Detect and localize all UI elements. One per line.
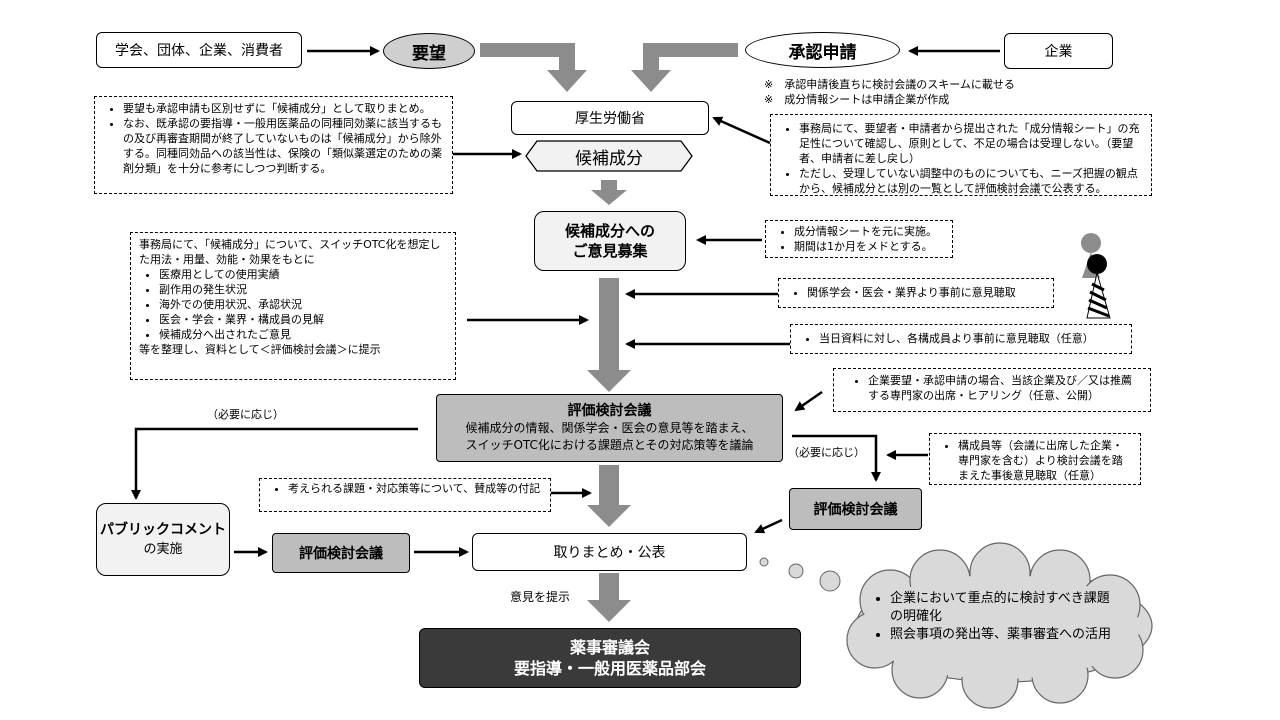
- note-item: ただし、受理していない調整中のものについても、ニーズ把握の観点から、候補成分とは…: [799, 166, 1143, 196]
- note-item: 考えられる課題・対応策等について、賛成等の付記: [288, 482, 542, 495]
- note-item: 成分情報シートを元に実施。: [794, 224, 944, 239]
- mhlw-box: 厚生労働省: [511, 101, 709, 135]
- note-item: 関係学会・医会・業界より事前に意見聴取: [807, 283, 1045, 303]
- approval-ellipse: 承認申請: [745, 32, 900, 68]
- cloud-item: 照会事項の発出等、薬事審査への活用: [890, 626, 1120, 644]
- request-ellipse: 要望: [383, 33, 475, 69]
- if-needed-left: （必要に応じ）: [207, 408, 284, 421]
- council-box: 薬事審議会 要指導・一般用医薬品部会: [419, 628, 801, 688]
- note-item: 期間は1か月をメドとする。: [794, 239, 944, 254]
- issues-note: 考えられる課題・対応策等について、賛成等の付記: [259, 478, 551, 512]
- approval-note: ※ 承認申請後直ちに検討会議のスキームに載せる: [764, 78, 1015, 91]
- opinion-notes: 成分情報シートを元に実施。 期間は1か月をメドとする。: [765, 220, 953, 258]
- note-item: 要望も承認申請も区別せずに「候補成分」として取りまとめ。: [123, 101, 444, 116]
- people-icon: [1081, 233, 1111, 319]
- council-line: 薬事審議会: [569, 638, 650, 657]
- block-arrow-approval: [631, 43, 738, 92]
- summary-box: 取りまとめ・公表: [472, 533, 747, 571]
- eval-bottom-box: 評価検討会議: [272, 533, 410, 573]
- block-arrow-summary: [587, 573, 631, 622]
- candidate-hexagon: [525, 140, 693, 172]
- secretariat-note: 事務局にて、「候補成分」について、スイッチOTC化を想定した用法・用量、効能・効…: [130, 232, 456, 380]
- approval-notes: ※ 承認申請後直ちに検討会議のスキームに載せる ※ 成分情報シートは申請企業が作…: [764, 77, 1084, 107]
- left-top-note: 要望も承認申請も区別せずに「候補成分」として取りまとめ。 なお、既承認の要指導・…: [94, 96, 453, 194]
- block-arrow-request: [480, 43, 587, 92]
- day-hearing-note: 当日資料に対し、各構成員より事前に意見聴取（任意）: [790, 324, 1132, 354]
- eval-right-box: 評価検討会議: [789, 488, 922, 530]
- secretariat-item: 医会・学会・業界・構成員の見解: [159, 312, 447, 327]
- opinion-present-label: 意見を提示: [510, 590, 571, 604]
- pre-hearing-note: 関係学会・医会・業界より事前に意見聴取: [778, 278, 1054, 308]
- member-hearing-note: 構成員等（会議に出席した企業・専門家を含む）より検討会議を踏まえた事後意見聴取（…: [929, 433, 1141, 485]
- secretariat-item: 海外での使用状況、承認状況: [159, 297, 447, 312]
- candidate-label: 候補成分: [575, 148, 643, 169]
- thought-bubbles: [759, 557, 841, 592]
- secretariat-outro: 等を整理し、資料として＜評価検討会議＞に提示: [139, 343, 381, 356]
- block-arrow-opinion: [587, 278, 631, 392]
- public-comment-title: パブリックコメント: [100, 521, 226, 538]
- flow-block-arrows: [480, 43, 738, 622]
- opinion-box: 候補成分への ご意見募集: [534, 211, 686, 271]
- eval-main-line: 候補成分の情報、関係学会・医会の意見等を踏まえ、: [465, 420, 754, 435]
- right-top-note: 事務局にて、要望者・申請者から提出された「成分情報シート」の充足性について確認し…: [770, 114, 1152, 196]
- eval-main-line: スイッチOTC化における課題点とその対応策等を議論: [465, 437, 754, 452]
- note-item: 当日資料に対し、各構成員より事前に意見聴取（任意）: [819, 329, 1123, 349]
- eval-main-box: 評価検討会議 候補成分の情報、関係学会・医会の意見等を踏まえ、 スイッチOTC化…: [436, 394, 783, 462]
- company-box: 企業: [1004, 33, 1113, 69]
- secretariat-item: 候補成分へ出されたご意見: [159, 327, 447, 342]
- candidate-node: 候補成分: [525, 140, 693, 172]
- note-item: 構成員等（会議に出席した企業・専門家を含む）より検討会議を踏まえた事後意見聴取（…: [958, 438, 1132, 483]
- note-item: 企業要望・承認申請の場合、当該企業及び／又は推薦する専門家の出席・ヒアリング（任…: [868, 373, 1142, 403]
- if-needed-right: （必要に応じ）: [788, 446, 865, 459]
- public-comment-box: パブリックコメント の実施: [96, 503, 230, 576]
- opinion-line: ご意見募集: [572, 242, 648, 260]
- opinion-line: 候補成分への: [564, 222, 655, 240]
- secretariat-item: 医療用としての使用実績: [159, 267, 447, 282]
- secretariat-item: 副作用の発生状況: [159, 282, 447, 297]
- approval-note: ※ 成分情報シートは申請企業が作成: [764, 93, 950, 106]
- block-arrow-eval: [587, 465, 631, 527]
- eval-main-title: 評価検討会議: [567, 402, 652, 419]
- council-line: 要指導・一般用医薬品部会: [513, 659, 706, 678]
- requesters-box: 学会、団体、企業、消費者: [96, 32, 302, 68]
- cloud-text: 企業において重点的に検討すべき課題の明確化 照会事項の発出等、薬事審査への活用: [870, 590, 1120, 644]
- company-hearing-note: 企業要望・承認申請の場合、当該企業及び／又は推薦する専門家の出席・ヒアリング（任…: [833, 368, 1151, 412]
- cloud-item: 企業において重点的に検討すべき課題の明確化: [890, 590, 1120, 626]
- public-comment-sub: の実施: [143, 541, 183, 557]
- block-arrow-candidate: [591, 180, 627, 205]
- note-item: 事務局にて、要望者・申請者から提出された「成分情報シート」の充足性について確認し…: [799, 121, 1143, 166]
- secretariat-intro: 事務局にて、「候補成分」について、スイッチOTC化を想定した用法・用量、効能・効…: [139, 238, 441, 266]
- note-item: なお、既承認の要指導・一般用医薬品の同種同効薬に該当するもの及び再審査期間が終了…: [123, 116, 444, 176]
